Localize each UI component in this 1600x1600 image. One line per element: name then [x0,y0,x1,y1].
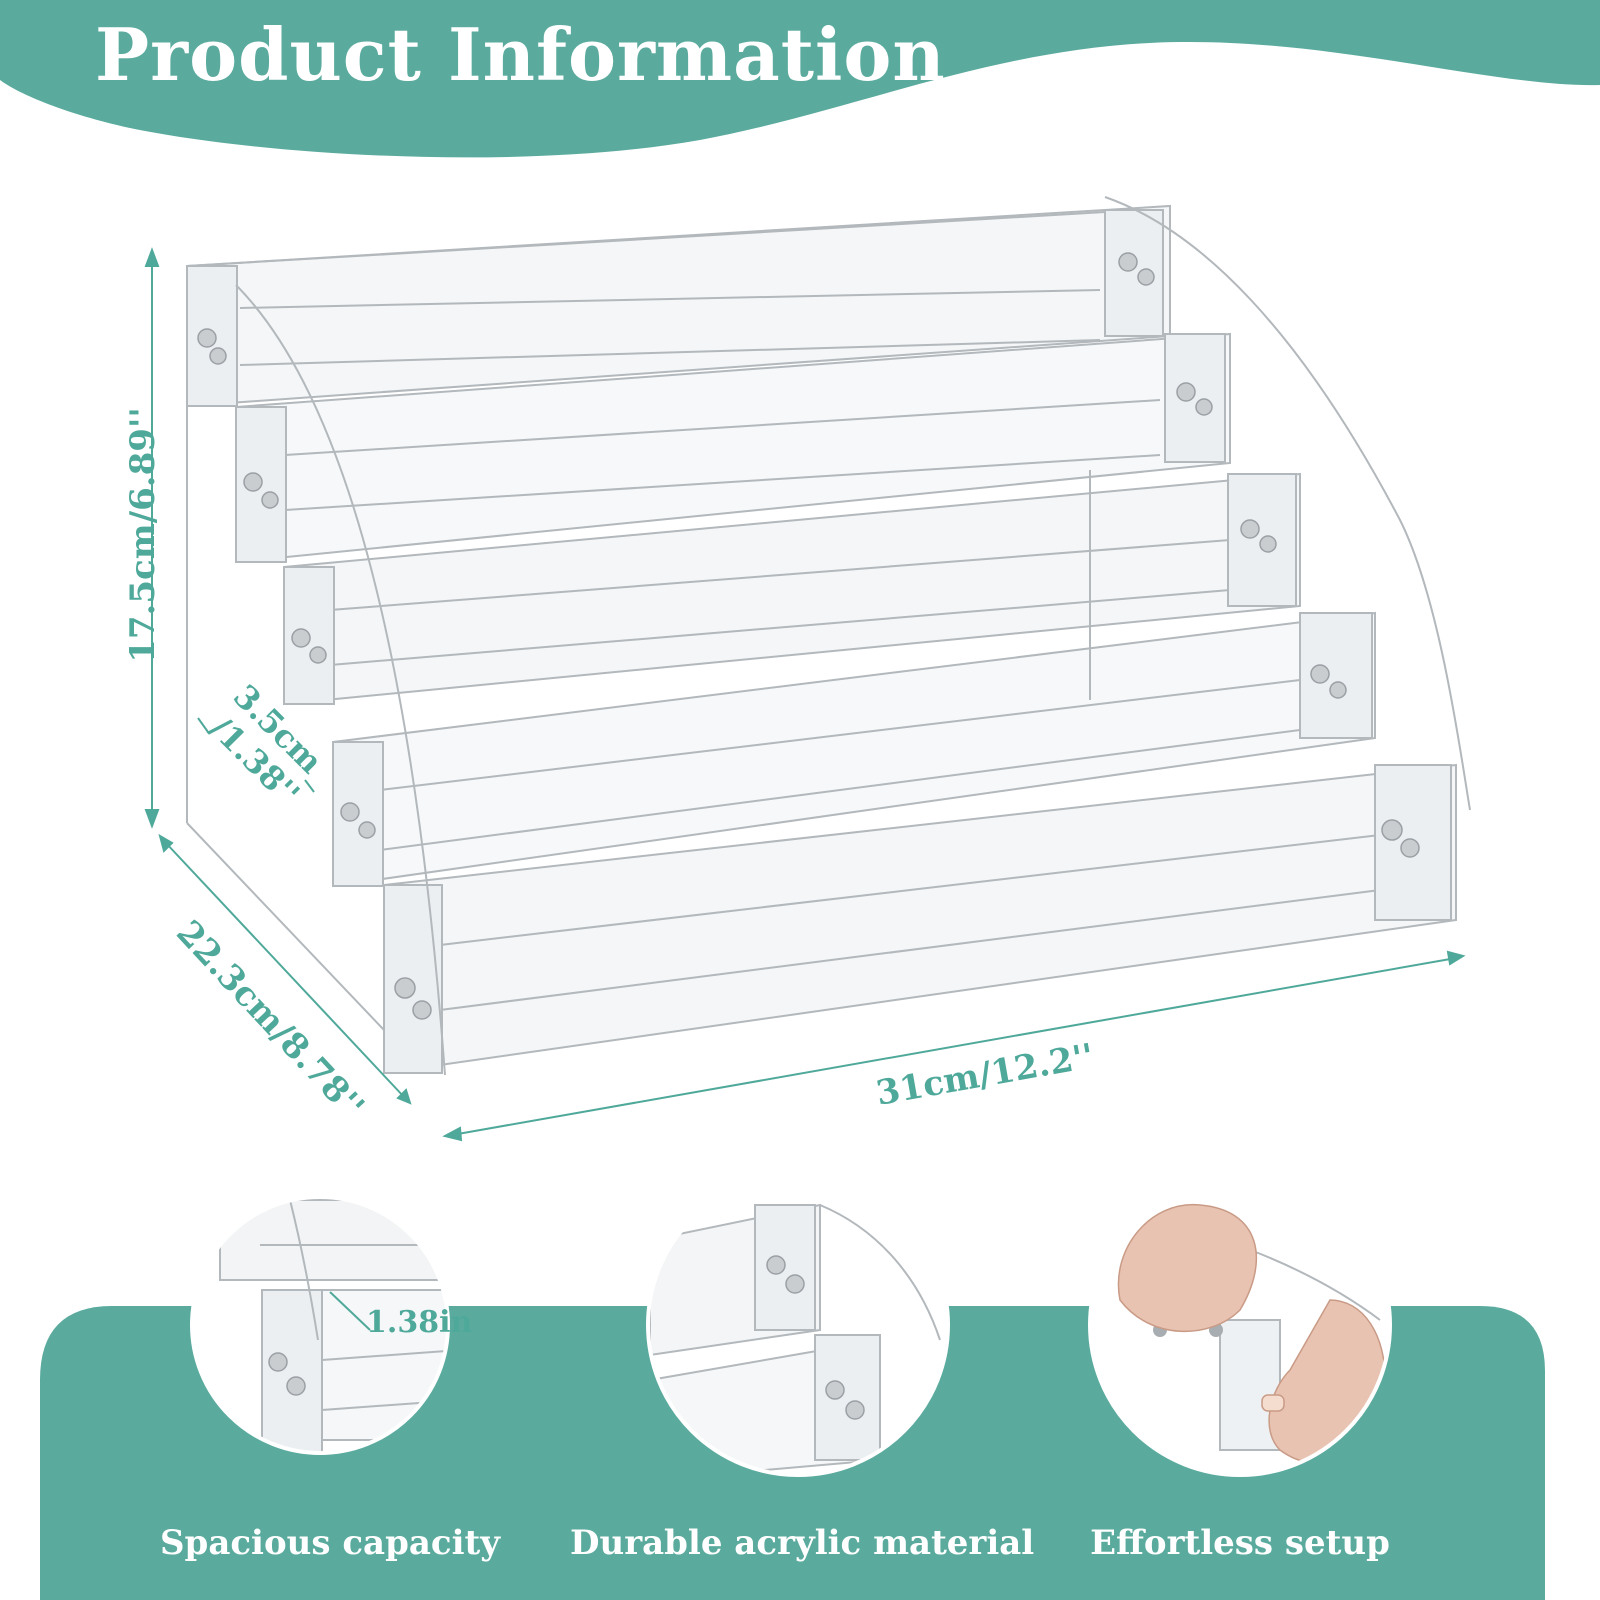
feature-label-setup: Effortless setup [1090,1523,1390,1563]
feature-label-durable: Durable acrylic material [570,1523,1035,1563]
dimension-lines [144,247,1466,1142]
feature-circle-spacious [192,1197,448,1453]
feature-label-spacious: Spacious capacity [160,1523,500,1563]
header-wave [0,0,1600,158]
page-title: Product Information [95,12,946,97]
height-dimension-label: 17.5cm/6.89'' [123,407,163,663]
acrylic-rack [186,196,1471,1076]
tier-depth-callout: 1.38in [366,1305,473,1340]
